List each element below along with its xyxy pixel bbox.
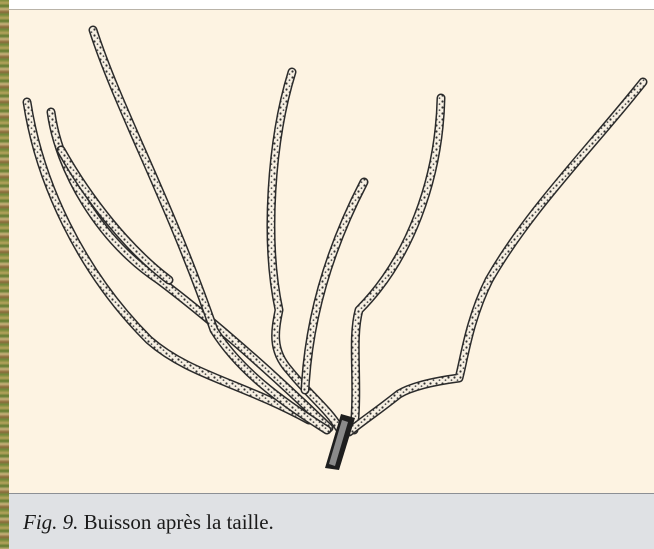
figure-illustration-panel [9, 9, 654, 493]
figure-caption: Fig. 9. Buisson après la taille. [23, 510, 274, 535]
figure-label: Fig. 9. [23, 510, 78, 534]
shrub-branches-illustration [9, 10, 654, 494]
branch-far-right [349, 82, 643, 432]
caption-bar: Fig. 9. Buisson après la taille. [9, 493, 654, 549]
edge-photo-strip [0, 0, 9, 549]
caption-text: Buisson après la taille. [84, 510, 274, 534]
